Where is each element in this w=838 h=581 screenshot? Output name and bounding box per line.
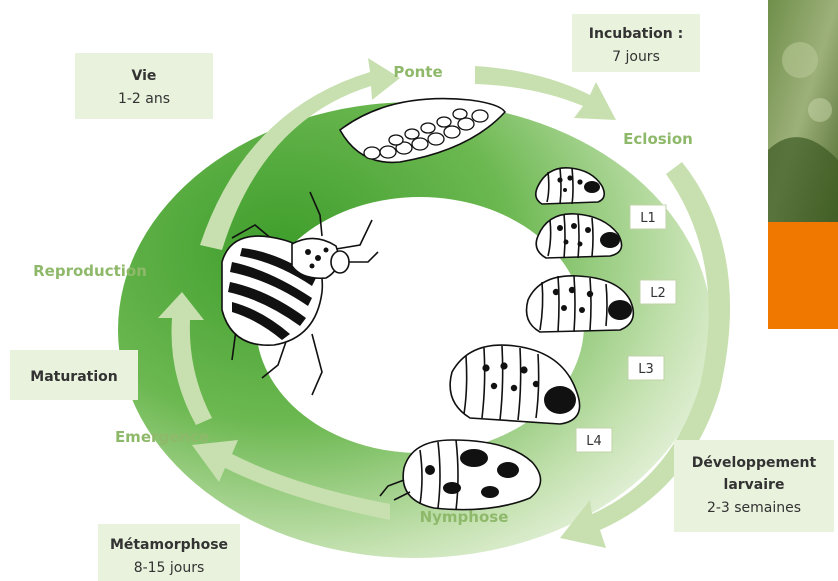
svg-text:L2: L2 [650, 286, 666, 301]
box-maturation: Maturation [10, 350, 138, 400]
stage-nymphose: Nymphose [420, 508, 509, 526]
svg-text:L1: L1 [640, 211, 656, 226]
box-developpement: Développement larvaire 2-3 semaines [674, 440, 834, 532]
box-vie: Vie 1-2 ans [75, 53, 213, 119]
box-incubation-title: Incubation : [589, 26, 683, 42]
label-l2: L2 [640, 280, 676, 304]
label-l4: L4 [576, 428, 612, 452]
svg-text:L4: L4 [586, 434, 602, 449]
svg-text:L3: L3 [638, 362, 654, 377]
box-vie-value: 1-2 ans [118, 91, 170, 107]
box-dev-value: 2-3 semaines [707, 500, 801, 516]
box-vie-title: Vie [132, 68, 157, 84]
box-incubation: Incubation : 7 jours [572, 14, 700, 72]
stage-ponte: Ponte [393, 63, 442, 81]
box-incubation-value: 7 jours [612, 49, 660, 65]
box-metamorphose-value: 8-15 jours [134, 560, 205, 576]
larva-stage-4 [450, 345, 579, 424]
box-dev-title-1: Développement [692, 455, 817, 471]
box-maturation-title: Maturation [30, 369, 117, 385]
label-l1: L1 [630, 205, 666, 229]
stage-reproduction: Reproduction [33, 262, 147, 280]
orange-block [768, 222, 838, 329]
label-l3: L3 [628, 356, 664, 380]
stage-emergence: Emergence [115, 428, 209, 446]
box-metamorphose-title: Métamorphose [110, 537, 228, 553]
box-dev-title-2: larvaire [724, 477, 785, 493]
box-metamorphose: Métamorphose 8-15 jours [98, 524, 240, 581]
stage-eclosion: Eclosion [623, 130, 693, 148]
